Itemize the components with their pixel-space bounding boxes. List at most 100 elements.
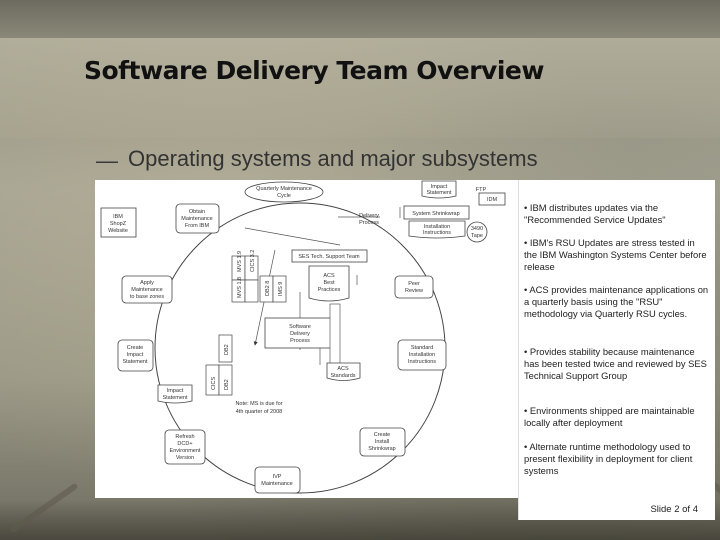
peer-line1: Peer: [408, 281, 420, 287]
impact-statement-top-node: Impact Statement: [421, 180, 457, 199]
refresh-line3: Environment: [170, 448, 201, 454]
os-stack-right: DB2 8 IMS 9: [259, 275, 287, 303]
background-band-top: [0, 0, 720, 38]
bullet-item: • Alternate runtime methodology used to …: [524, 441, 693, 476]
acs-best-line2: Best: [323, 280, 334, 286]
bullet-item: • ACS provides maintenance applications …: [524, 284, 709, 319]
process-diagram-svg: Quarterly Maintenance Cycle IBM ShopZ We…: [100, 180, 506, 494]
vlabel-mvs18: MVS 1.8: [237, 277, 243, 298]
cycle-title-line2: Cycle: [277, 193, 291, 199]
ibm-shopz-node: IBM ShopZ Website: [100, 207, 137, 238]
create-install-line2: Install: [375, 439, 389, 445]
bullet-item: • Provides stability because maintenance…: [524, 346, 707, 381]
ftp-label: FTP: [476, 187, 487, 193]
vlabel-ims9: IMS 9: [278, 282, 284, 296]
idm-node: IDM: [478, 192, 506, 206]
delivery-process-node: Delivery Process: [359, 213, 379, 226]
sdp-line1: Software: [289, 324, 311, 330]
installation-instructions-node: Installation Instructions: [408, 220, 466, 239]
vlabel-db28: DB2 8: [265, 281, 271, 296]
vlabel-cics-lower: CICS: [211, 377, 217, 390]
os-stack-top: MVS 1.9 CICS 3.2 MVS 1.8: [231, 250, 259, 303]
process-diagram: Quarterly Maintenance Cycle IBM ShopZ We…: [95, 180, 518, 498]
create-install-line1: Create: [374, 432, 391, 438]
apply-line3: to base zones: [130, 294, 164, 300]
apply-line1: Apply: [140, 280, 154, 286]
installation-line2: Instructions: [423, 230, 451, 236]
ivp-line1: IVP: [273, 474, 282, 480]
ivp-line2: Maintenance: [261, 481, 293, 487]
impact-lower-line1: Impact: [167, 388, 184, 394]
delivery-line2: Process: [359, 220, 379, 226]
acs-best-practices-node: ACS Best Practices: [308, 265, 350, 302]
apply-maintenance-node: Apply Maintenance to base zones: [121, 275, 173, 304]
standard-line3: Instructions: [408, 359, 436, 365]
delivery-line1: Delivery: [359, 213, 379, 219]
vlabel-db2-upper: DB2: [224, 344, 230, 355]
create-impact-line1: Create: [127, 345, 144, 351]
obtain-line2: Maintenance: [181, 216, 213, 222]
impact-top-line1: Impact: [431, 184, 448, 190]
refresh-node: Refresh DCD+ Environment Version: [164, 429, 206, 465]
slide-title: Software Delivery Team Overview: [84, 56, 544, 85]
subtitle-dash: —: [96, 148, 118, 173]
system-shrinkwrap-node: System Shrinkwrap: [403, 205, 470, 220]
acs-best-line1: ACS: [323, 273, 335, 279]
installation-line1: Installation: [424, 224, 450, 230]
standard-installation-node: Standard Installation Instructions: [397, 339, 447, 371]
tape-node: 3490 Tape: [466, 221, 488, 243]
create-impact-line3: Statement: [122, 359, 148, 365]
ftp-node: FTP: [476, 187, 487, 193]
sdp-line3: Process: [290, 338, 310, 344]
impact-statement-lower-node: Impact Statement: [157, 384, 193, 404]
bullet-panel: • IBM distributes updates via the "Recom…: [518, 180, 715, 520]
acs-standards-line1: ACS: [337, 366, 349, 372]
ses-tech-support-node: SES Tech. Support Team: [291, 249, 368, 263]
db2-stack: DB2: [218, 334, 233, 363]
cycle-title-line1: Quarterly Maintenance: [256, 186, 312, 192]
note-text: Note: MS is due for 4th quarter of 2008: [235, 401, 282, 415]
note-line2: 4th quarter of 2008: [236, 409, 282, 415]
create-impact-line2: Impact: [127, 352, 144, 358]
refresh-line1: Refresh: [175, 434, 194, 440]
slide-subtitle: Operating systems and major subsystems: [128, 146, 538, 171]
impact-top-line2: Statement: [426, 190, 452, 196]
acs-standards-node: ACS Standards: [326, 362, 361, 381]
refresh-line4: Version: [176, 455, 194, 461]
create-impact-node: Create Impact Statement: [117, 339, 154, 372]
idm-label: IDM: [487, 197, 498, 203]
cycle-title-node: Quarterly Maintenance Cycle: [244, 181, 324, 203]
bullet-item: • IBM distributes updates via the "Recom…: [524, 202, 666, 225]
sdp-center-node: Software Delivery Process: [264, 303, 341, 370]
bullet-item: • Environments shipped are maintainable …: [524, 405, 695, 428]
peer-line2: Review: [405, 288, 423, 294]
slide-number: Slide 2 of 4: [650, 504, 698, 515]
peer-review-node: Peer Review: [394, 275, 434, 299]
obtain-maintenance-node: Obtain Maintenance From IBM: [175, 203, 220, 234]
background-band-middle: [0, 38, 720, 138]
apply-line2: Maintenance: [131, 287, 163, 293]
sdp-line2: Delivery: [290, 331, 310, 337]
acs-standards-line2: Standards: [330, 373, 355, 379]
vlabel-cics32: CICS 3.2: [250, 250, 256, 272]
ibm-shopz-line3: Website: [108, 228, 128, 234]
standard-line2: Installation: [409, 352, 435, 358]
tape-line1: 3490: [471, 226, 483, 232]
standard-line1: Standard: [411, 345, 433, 351]
obtain-line3: From IBM: [185, 223, 210, 229]
shrinkwrap-label: System Shrinkwrap: [412, 211, 459, 217]
create-install-node: Create Install Shrinkwrap: [359, 427, 406, 457]
create-install-line3: Shrinkwrap: [368, 446, 396, 452]
ibm-shopz-line2: ShopZ: [110, 221, 127, 227]
ibm-shopz-line1: IBM: [113, 214, 123, 220]
tape-line2: Tape: [471, 233, 483, 239]
refresh-line2: DCD+: [177, 441, 192, 447]
note-line1: Note: MS is due for: [235, 401, 282, 407]
vlabel-mvs19: MVS 1.9: [237, 251, 243, 272]
impact-lower-line2: Statement: [162, 395, 188, 401]
obtain-line1: Obtain: [189, 209, 205, 215]
ses-tech-label: SES Tech. Support Team: [298, 254, 360, 260]
vlabel-db2-lower: DB2: [224, 379, 230, 390]
cics-db2-stack-lower: CICS DB2: [205, 364, 233, 396]
